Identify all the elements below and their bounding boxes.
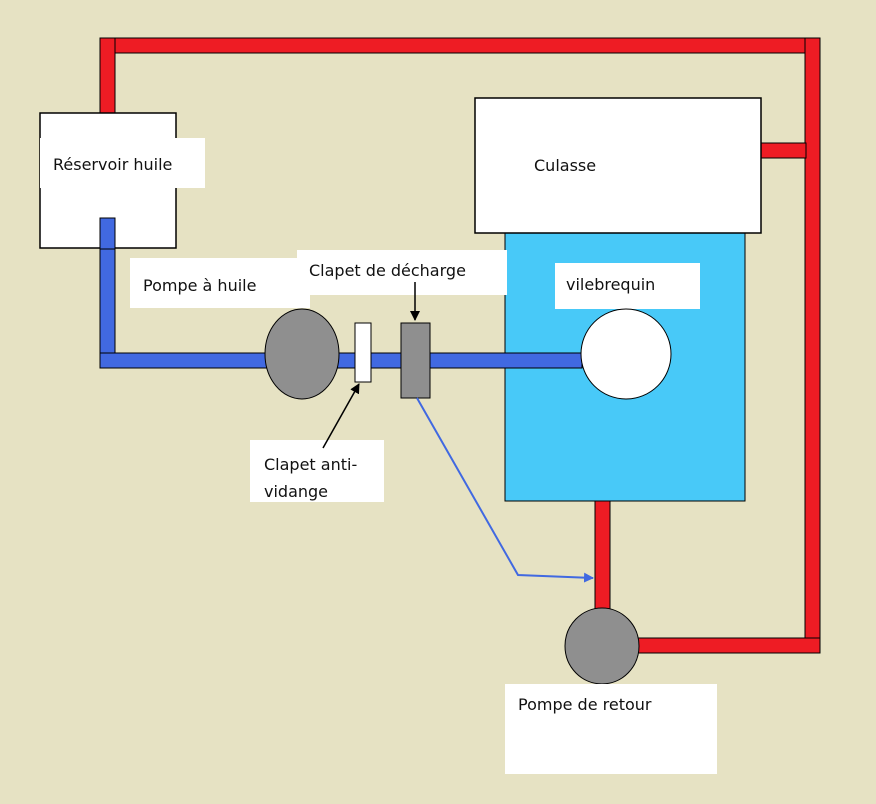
clapet-anti-vidange-label-bg [250,440,384,502]
oil-pump [264,308,340,400]
return-pipe-top [99,37,821,54]
reservoir-label: Réservoir huile [53,155,172,174]
reservoir-label-bg [40,138,205,188]
return-pipe-right-riser [804,37,821,654]
pompe-huile-label-bg [130,258,310,308]
feed-pipe-horizontal [99,352,583,369]
return-pipe-bottom [629,637,821,654]
pompe-retour-label-bg [505,684,717,774]
clapet-anti-vidange-pointer [322,383,360,449]
return-pipe-culasse-branch [759,142,807,159]
pompe-retour-label: Pompe de retour [518,695,652,714]
clapet-anti-vidange-label-line2: vidange [264,482,328,501]
vilebrequin-label-bg [555,263,700,309]
clapet-decharge-label-bg [297,250,507,295]
return-pipe-left-drop [99,37,116,117]
clapet-decharge-label: Clapet de décharge [309,261,466,280]
return-pump [564,607,640,685]
crankshaft [580,308,672,400]
culasse-label: Culasse [534,156,596,175]
feed-pipe-inlet [99,217,116,250]
vilebrequin-label: vilebrequin [566,275,655,294]
relief-bypass-arrow [416,397,594,583]
culasse-box [474,97,762,234]
relief-valve [400,322,431,399]
feed-pipe-circuit [99,217,583,369]
return-pipe-circuit [99,37,821,654]
anti-drain-valve [354,322,372,383]
pompe-huile-label: Pompe à huile [143,276,256,295]
label-clip-band [250,502,390,512]
clapet-anti-vidange-label-line1: Clapet anti- [264,455,357,474]
